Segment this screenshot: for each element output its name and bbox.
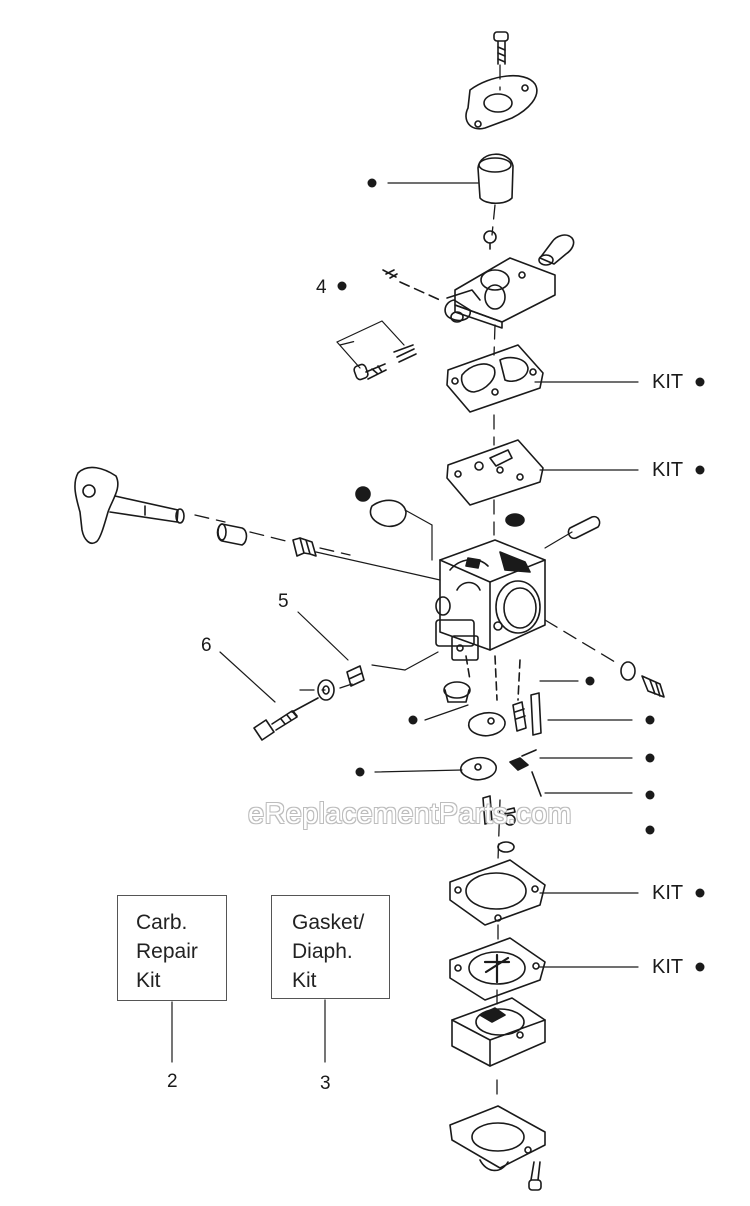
assembly-axis-lines <box>194 64 621 1101</box>
inlet-cover-plate <box>465 75 538 130</box>
kit-box-line: Carb. <box>136 911 188 934</box>
top-screw <box>493 31 509 65</box>
choke-shaft <box>74 466 185 545</box>
fuel-screen-cap <box>477 153 514 205</box>
kit-label-metering-diaphragm: KIT <box>652 956 684 978</box>
callout-3: 3 <box>320 1073 331 1094</box>
bottom-cover <box>449 1105 546 1172</box>
mixture-spring <box>346 651 439 687</box>
elbow-fitting <box>538 234 575 266</box>
kit-box-line: Repair <box>136 940 198 963</box>
gasket-diaphragm-kit-box: Gasket/ Diaph. Kit <box>271 895 390 999</box>
choke-spring <box>292 537 317 557</box>
kit-label-pump-gasket: KIT <box>652 371 684 393</box>
kit-label-metering-gasket: KIT <box>652 882 684 904</box>
kit-label-pump-diaphragm: KIT <box>652 459 684 481</box>
kit-box-line: Gasket/ <box>292 911 365 934</box>
dot-markers <box>337 178 705 972</box>
pump-diaphragm <box>446 439 544 506</box>
callout-6: 6 <box>201 635 212 656</box>
mixture-needle <box>253 697 319 741</box>
kit-box-line: Kit <box>292 969 317 992</box>
callout-4: 4 <box>316 277 327 298</box>
pump-cover-body <box>444 257 556 329</box>
metering-diaphragm <box>449 937 546 1001</box>
throttle-washer <box>355 486 407 528</box>
pump-gasket <box>446 344 544 413</box>
kit-box-line: Kit <box>136 969 161 992</box>
kit-box-line: Diaph. <box>292 940 353 963</box>
idle-screw-spring <box>353 269 441 381</box>
carburetor-body <box>435 539 546 661</box>
check-valve <box>483 230 497 250</box>
metering-cover <box>451 997 546 1067</box>
leader-lines <box>171 182 639 1063</box>
metering-gasket <box>449 859 546 926</box>
callout-2: 2 <box>167 1071 178 1092</box>
plug-top <box>505 513 601 540</box>
callout-5: 5 <box>278 591 289 612</box>
right-plug <box>620 661 665 698</box>
mixture-washer <box>317 679 335 701</box>
choke-bushing <box>216 523 248 546</box>
metering-parts <box>443 655 542 853</box>
bottom-screw <box>528 1161 542 1191</box>
watermark: eReplacementParts.com <box>248 798 572 830</box>
carb-repair-kit-box: Carb. Repair Kit <box>117 895 227 1001</box>
